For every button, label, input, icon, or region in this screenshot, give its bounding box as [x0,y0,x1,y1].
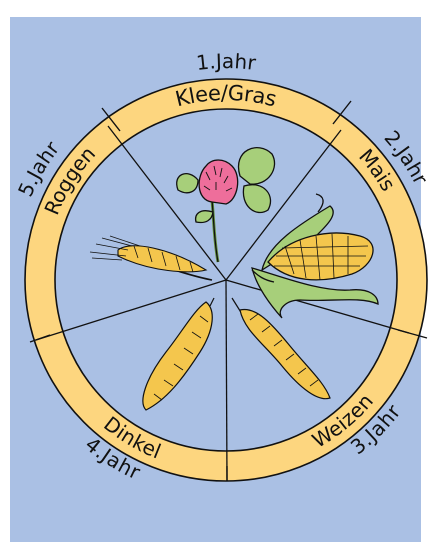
year-label-1: 1.Jahr [195,49,258,75]
corn-icon [252,194,378,318]
spelt-icon [143,298,214,410]
rye-icon [90,236,212,280]
clover-icon [177,148,275,262]
wheat-icon [232,298,330,399]
